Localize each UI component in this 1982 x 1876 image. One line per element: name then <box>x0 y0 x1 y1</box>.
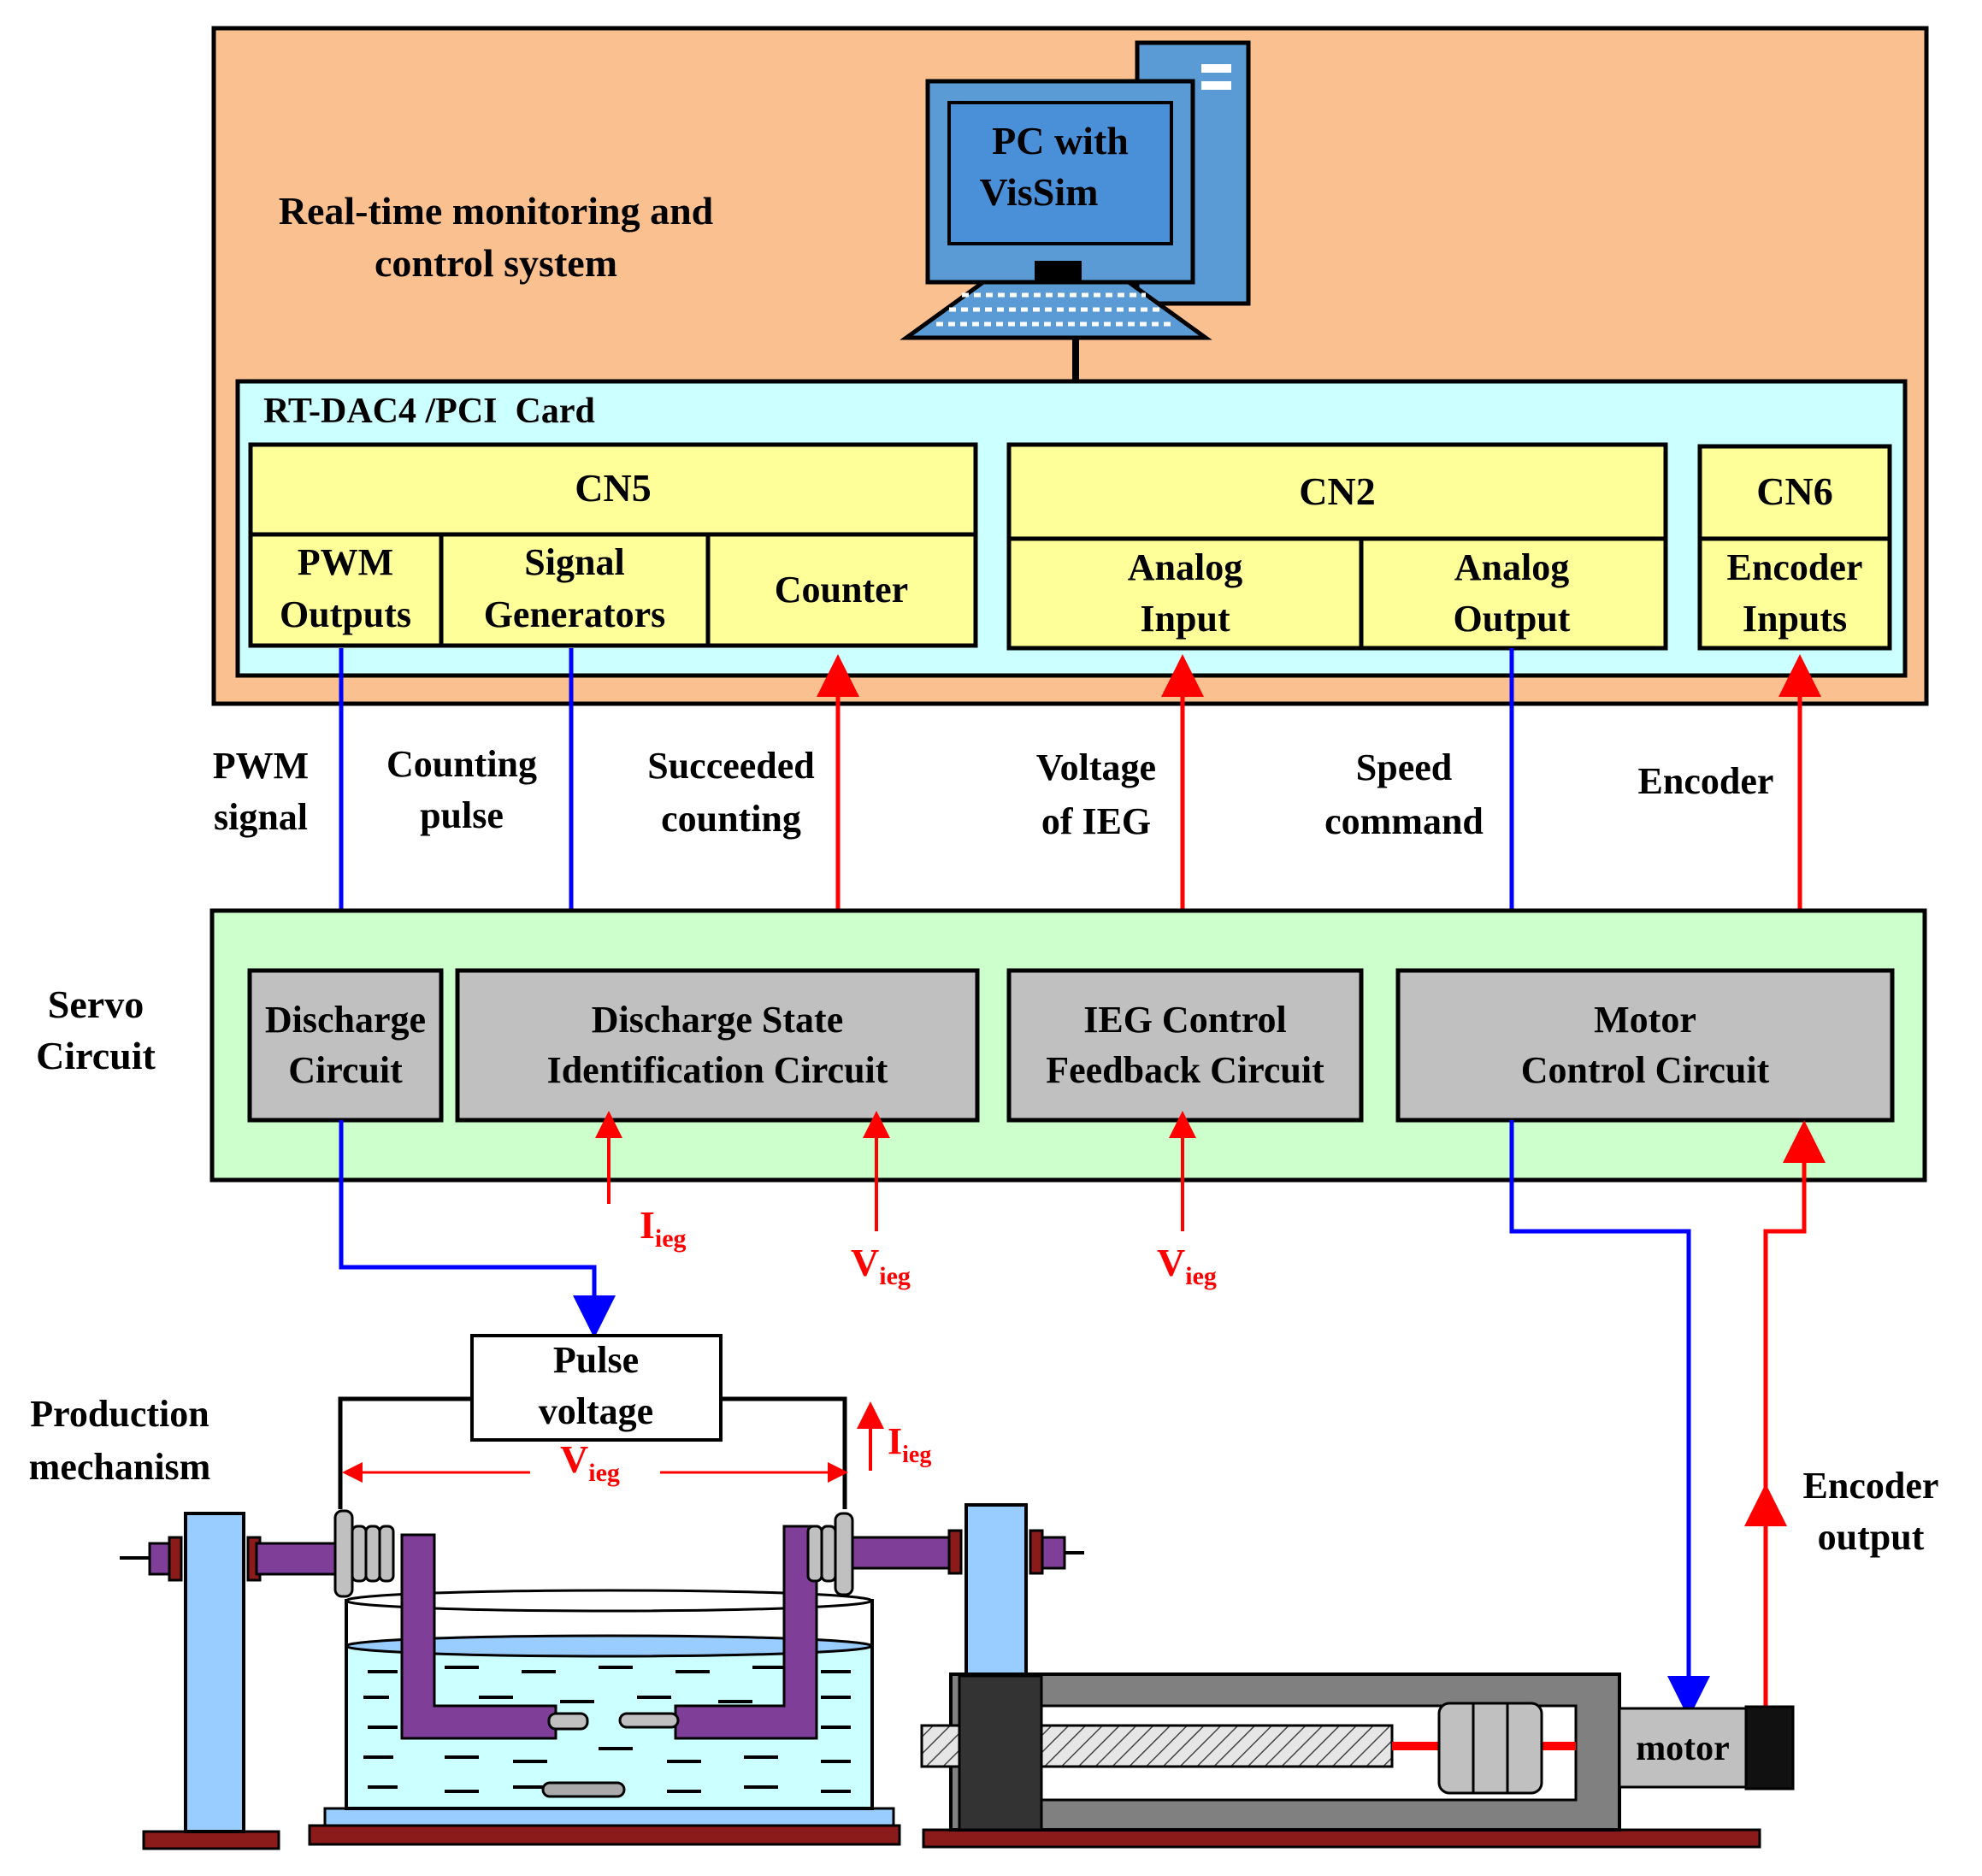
left-electrode-coil <box>333 1509 395 1598</box>
servo-label-line1: Servo <box>48 982 144 1026</box>
production-label-line1: Production <box>30 1393 209 1435</box>
counting-pulse-label-line1: Counting <box>386 743 537 785</box>
pwm-signal-label-line1: PWM <box>213 745 309 787</box>
pc-label-line1: PC with <box>992 119 1129 162</box>
speed-command-label-line1: Speed <box>1356 746 1452 788</box>
encoder-inputs-line1: Encoder <box>1727 546 1863 588</box>
linear-stage <box>920 1672 1761 1849</box>
computer-icon <box>900 40 1251 383</box>
speed-command-label-line2: command <box>1324 800 1484 842</box>
ieg-current-label-production: Iieg <box>888 1420 931 1468</box>
ieg-voltage-label-1: Vieg <box>851 1241 911 1290</box>
servo-label-line2: Circuit <box>36 1034 156 1077</box>
analog-output-line1: Analog <box>1454 546 1569 588</box>
ieg-circuit-line1: IEG Control <box>1083 999 1287 1041</box>
pwm-outputs-line2: Outputs <box>280 593 411 635</box>
cn5-header <box>248 442 978 537</box>
encoder-output-label-line1: Encoder <box>1803 1465 1939 1507</box>
cn6-encoder-inputs <box>1697 536 1892 651</box>
analog-input-line1: Analog <box>1128 546 1242 588</box>
right-shaft <box>851 1529 1084 1575</box>
discharge-circuit <box>247 968 444 1123</box>
motor-label: motor <box>1636 1729 1730 1768</box>
production-label-line2: mechanism <box>29 1446 211 1488</box>
pulse-voltage-box <box>470 1334 723 1442</box>
signal-generators-line1: Signal <box>524 541 624 583</box>
encoder-output-label-line2: output <box>1818 1516 1925 1558</box>
cn2-title: CN2 <box>1299 469 1375 513</box>
cn2-header <box>1006 442 1668 541</box>
encoder-output-arrow <box>1763 1120 1826 1710</box>
ieg-circuit-line2: Feedback Circuit <box>1046 1049 1324 1091</box>
discharge-circuit-line1: Discharge <box>265 999 426 1041</box>
system-title-line2: control system <box>375 241 617 285</box>
encoder-label: Encoder <box>1638 760 1774 802</box>
pulse-wire-right <box>721 1396 847 1509</box>
pwm-signal-label-line2: signal <box>214 796 308 838</box>
dsi-circuit-line2: Identification Circuit <box>547 1049 888 1091</box>
card-title: RT-DAC4 /PCI Card <box>263 392 595 431</box>
encoder-inputs-line2: Inputs <box>1743 598 1847 640</box>
discharge-state-identification-circuit <box>455 968 980 1123</box>
motor-control-line2: Control Circuit <box>1521 1049 1770 1091</box>
analog-input-line2: Input <box>1140 598 1230 640</box>
motor-icon <box>1618 1705 1795 1790</box>
dsi-circuit-line1: Discharge State <box>592 999 844 1041</box>
counting-pulse-label-line2: pulse <box>420 794 504 836</box>
ieg-current-label: Iieg <box>640 1203 687 1253</box>
discharge-circuit-line2: Circuit <box>288 1049 403 1091</box>
system-title-line1: Real-time monitoring and <box>279 189 714 233</box>
cn6-title: CN6 <box>1756 469 1832 513</box>
motor-control-line1: Motor <box>1594 999 1696 1041</box>
vieg-dimension-label: Vieg <box>560 1437 620 1487</box>
pwm-outputs-line1: PWM <box>298 541 393 583</box>
cn5-counter <box>705 532 978 648</box>
voltage-of-ieg-label-line1: Voltage <box>1036 746 1156 788</box>
cn6-header <box>1697 444 1892 541</box>
right-stand <box>964 1503 1028 1695</box>
signal-generators-line2: Generators <box>484 593 666 635</box>
succeeded-counting-label-line1: Succeeded <box>647 745 815 787</box>
analog-output-line2: Output <box>1454 598 1571 640</box>
left-electrode <box>400 1533 589 1740</box>
pulse-wire-left <box>338 1396 472 1509</box>
pulse-voltage-line1: Pulse <box>553 1339 639 1381</box>
succeeded-counting-label-line2: counting <box>661 798 801 840</box>
counter-label: Counter <box>775 569 908 611</box>
right-electrode <box>618 1525 818 1740</box>
left-shaft <box>120 1536 344 1582</box>
pulse-voltage-line2: voltage <box>539 1390 653 1432</box>
cn2-analog-input <box>1006 536 1364 651</box>
right-electrode-coil <box>806 1512 854 1596</box>
voltage-of-ieg-label-line2: of IEG <box>1041 800 1151 842</box>
discharge-to-pulse-arrow <box>339 1120 616 1338</box>
motor-command-arrow <box>1509 1120 1710 1719</box>
pc-label-line2: VisSim <box>980 170 1099 214</box>
ieg-voltage-label-2: Vieg <box>1157 1241 1217 1290</box>
ieg-control-feedback-circuit <box>1006 968 1364 1123</box>
left-stand <box>142 1512 280 1850</box>
motor-control-circuit <box>1395 968 1895 1123</box>
cn5-title: CN5 <box>575 466 651 510</box>
